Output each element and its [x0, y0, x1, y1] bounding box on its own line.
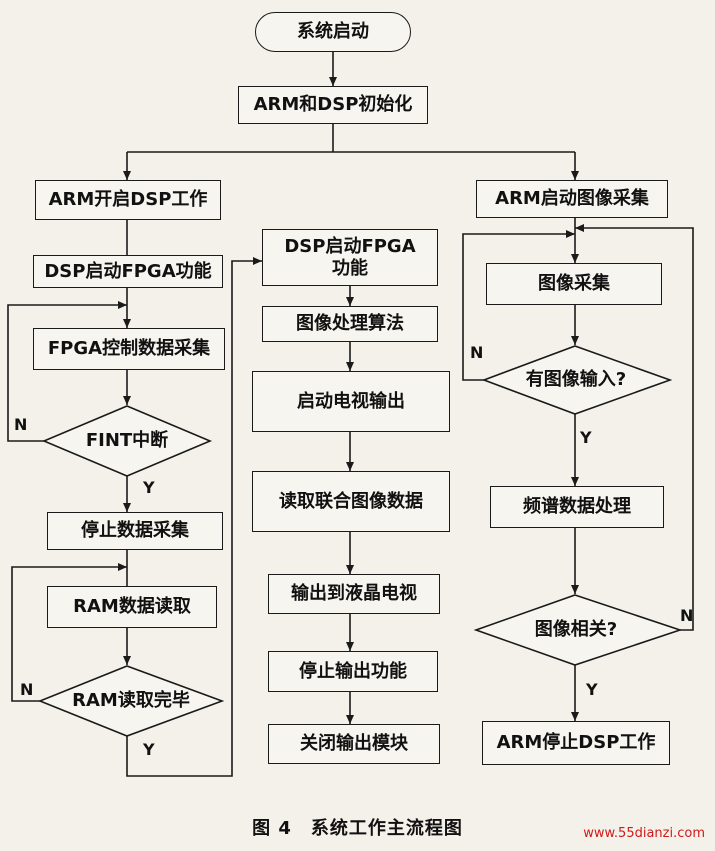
- img-corr-label: 图像相关?: [534, 619, 618, 640]
- img-collect-node: 图像采集: [486, 263, 662, 305]
- arm-stop-dsp-node: ARM停止DSP工作: [482, 721, 670, 765]
- tv-out-node: 启动电视输出: [252, 371, 450, 432]
- stop-collect-node: 停止数据采集: [47, 512, 223, 550]
- freq-proc-node: 频谱数据处理: [490, 486, 664, 528]
- ram-done-label: RAM读取完毕: [72, 690, 190, 711]
- img-algo-node: 图像处理算法: [262, 306, 438, 342]
- fint-yes-label: Y: [143, 478, 155, 497]
- fint-no-label: N: [14, 415, 28, 434]
- loop-input-no: [462, 230, 575, 381]
- init-node: ARM和DSP初始化: [238, 86, 428, 124]
- fint-label: FINT中断: [85, 430, 169, 451]
- corr-no-label: N: [680, 606, 694, 625]
- figure-caption: 图 4 系统工作主流程图: [252, 818, 463, 839]
- ram-yes-label: Y: [143, 740, 155, 759]
- start-node: 系统启动: [255, 12, 411, 52]
- has-input-label: 有图像输入?: [525, 369, 627, 390]
- corr-yes-label: Y: [586, 680, 598, 699]
- loop-fint-no: [7, 301, 127, 442]
- ram-no-label: N: [20, 680, 34, 699]
- dsp-start-fpga-left-node: DSP启动FPGA功能: [33, 255, 223, 288]
- read-joint-node: 读取联合图像数据: [252, 471, 450, 532]
- watermark: www.55dianzi.com: [583, 826, 705, 841]
- arm-start-img-node: ARM启动图像采集: [476, 180, 668, 218]
- input-no-label: N: [470, 343, 484, 362]
- input-yes-label: Y: [580, 428, 592, 447]
- close-out-node: 关闭输出模块: [268, 724, 440, 764]
- fpga-ctrl-node: FPGA控制数据采集: [33, 328, 225, 370]
- loop-ram-no: [11, 563, 127, 702]
- ram-read-node: RAM数据读取: [47, 586, 217, 628]
- arm-start-dsp-node: ARM开启DSP工作: [35, 180, 221, 220]
- out-lcd-node: 输出到液晶电视: [268, 574, 440, 614]
- loop-corr-no: [575, 224, 694, 631]
- stop-out-node: 停止输出功能: [268, 651, 438, 692]
- dsp-start-fpga-mid-node: DSP启动FPGA 功能: [262, 229, 438, 286]
- loop-ram-yes: [126, 257, 262, 777]
